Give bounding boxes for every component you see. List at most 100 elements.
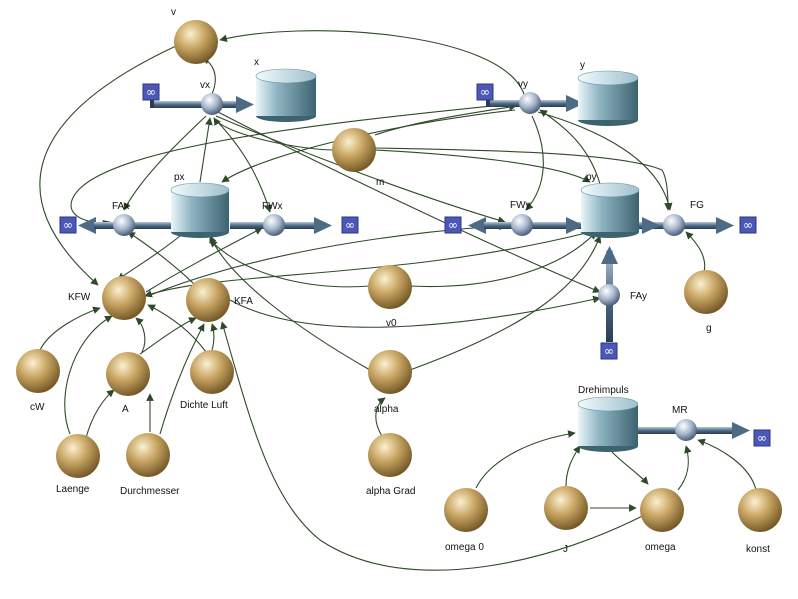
- infinity-symbol: ∞: [63, 218, 73, 232]
- infinity-symbol: ∞: [604, 344, 614, 358]
- label-FAy: FAy: [630, 291, 647, 302]
- valve-FAx[interactable]: [113, 214, 135, 236]
- connector-omega-to-KFA: [220, 321, 651, 571]
- label-FG: FG: [690, 200, 704, 211]
- connector-vx-to-FAy: [217, 111, 601, 293]
- label-FWx: FWx: [262, 201, 283, 212]
- valve-MR[interactable]: [675, 419, 697, 441]
- connector-m-to-py: [374, 149, 591, 183]
- label-FWy: FWy: [510, 200, 530, 211]
- stock-x[interactable]: [255, 68, 317, 122]
- label-v: v: [171, 7, 176, 18]
- label-vy: vy: [518, 79, 528, 90]
- pipe-vx-arrowhead: [236, 96, 254, 113]
- valve-FWx[interactable]: [263, 214, 285, 236]
- converter-Laenge[interactable]: [56, 434, 100, 478]
- connector-vy-to-v: [219, 30, 525, 95]
- label-KFW: KFW: [68, 292, 91, 303]
- infinity-symbol: ∞: [757, 431, 767, 445]
- connector-Laenge-to-A: [85, 389, 115, 439]
- stock-Drehimpuls[interactable]: [577, 396, 639, 452]
- connector-konst-to-MR: [697, 438, 757, 491]
- label-y: y: [580, 60, 585, 71]
- connector-px-to-vx: [199, 117, 213, 183]
- converter-alpha[interactable]: [368, 350, 412, 394]
- connector-v0-to-px: [209, 239, 371, 288]
- connector-vy-to-FWy: [525, 115, 544, 211]
- cloud-FWx-sink: ∞: [341, 216, 359, 234]
- connector-Durchmesser-to-KFA: [159, 323, 205, 435]
- converter-KFA[interactable]: [186, 278, 230, 322]
- converter-m[interactable]: [332, 128, 376, 172]
- cloud-MR-sink: ∞: [753, 429, 771, 447]
- connector-g-to-FG: [685, 231, 706, 273]
- converter-Durchmesser[interactable]: [126, 433, 170, 477]
- cloud-vx-source: ∞: [142, 83, 160, 101]
- connector-KFW-to-FWx: [145, 227, 263, 293]
- label-FAx: FAx: [112, 201, 129, 212]
- converter-A[interactable]: [106, 352, 150, 396]
- valve-vx[interactable]: [201, 93, 223, 115]
- pipe-FWy: [484, 222, 582, 229]
- converter-alphaGrad[interactable]: [368, 433, 412, 477]
- label-MR: MR: [672, 405, 688, 416]
- pipe-FWy-arrowhead-left: [468, 217, 486, 234]
- connector-py-to-KFW: [144, 231, 591, 298]
- label-v0: v0: [386, 318, 397, 329]
- label-py: py: [586, 172, 597, 183]
- label-cW: cW: [30, 402, 45, 413]
- pipe-MR-arrowhead: [732, 422, 750, 439]
- connector-A-to-KFA: [139, 317, 197, 355]
- infinity-symbol: ∞: [480, 85, 490, 99]
- connector-KFA-to-FAx: [127, 231, 197, 287]
- converter-cW[interactable]: [16, 349, 60, 393]
- converter-DichteLuft[interactable]: [190, 350, 234, 394]
- stock-px[interactable]: [170, 182, 230, 238]
- cloud-FAx-sink: ∞: [59, 216, 77, 234]
- connector-py-to-vy: [539, 109, 601, 185]
- label-DichteLuft: Dichte Luft: [180, 400, 228, 411]
- connector-omega0-to-Drehimpuls: [475, 430, 576, 489]
- connector-v-to-KFW: [39, 45, 177, 286]
- converter-omega0[interactable]: [444, 488, 488, 532]
- valve-FAy[interactable]: [598, 284, 620, 306]
- connector-DichteLuft-to-KFA: [210, 323, 218, 351]
- connector-vx-to-FWx: [213, 117, 272, 213]
- connector-A-to-KFW: [135, 317, 146, 353]
- stock-y[interactable]: [577, 70, 639, 126]
- connector-m-to-FG: [374, 147, 672, 211]
- converter-J[interactable]: [544, 486, 588, 530]
- cloud-layer: ∞ ∞ ∞ ∞ ∞ ∞ ∞ ∞: [59, 83, 771, 447]
- valve-vy[interactable]: [519, 92, 541, 114]
- label-alphaGrad: alpha Grad: [366, 486, 415, 497]
- connector-omega-to-MR: [677, 445, 692, 491]
- pipe-FAx-arrowhead: [78, 217, 96, 234]
- connector-m-to-vx: [213, 117, 336, 151]
- connector-alpha-to-py: [409, 235, 602, 371]
- label-omega: omega: [645, 542, 676, 553]
- connector-vy-to-FG: [537, 111, 673, 211]
- stock-layer: [170, 68, 640, 452]
- pipe-vy-arrowhead: [566, 95, 584, 112]
- infinity-symbol: ∞: [345, 218, 355, 232]
- converter-omega[interactable]: [640, 488, 684, 532]
- converter-KFW[interactable]: [102, 276, 146, 320]
- converter-v0[interactable]: [368, 265, 412, 309]
- connector-cW-to-KFW: [39, 306, 101, 351]
- connector-m-to-vy: [374, 103, 517, 136]
- cloud-vy-source: ∞: [476, 83, 494, 101]
- connector-alpha-to-px: [209, 235, 371, 371]
- valve-FWy[interactable]: [511, 214, 533, 236]
- converter-v[interactable]: [174, 20, 218, 64]
- connector-v0-to-py: [409, 231, 597, 288]
- cloud-FWy-sink: ∞: [444, 216, 462, 234]
- pipe-FAy-arrowhead: [601, 246, 618, 264]
- converter-g[interactable]: [684, 270, 728, 314]
- connector-KFA-to-FAy: [229, 295, 601, 328]
- converter-konst[interactable]: [738, 488, 782, 532]
- label-alpha: alpha: [374, 404, 399, 415]
- valve-FG[interactable]: [663, 214, 685, 236]
- stock-py[interactable]: [580, 182, 640, 238]
- pipe-layer: [78, 92, 750, 439]
- connector-DichteLuft-to-KFW: [147, 304, 207, 353]
